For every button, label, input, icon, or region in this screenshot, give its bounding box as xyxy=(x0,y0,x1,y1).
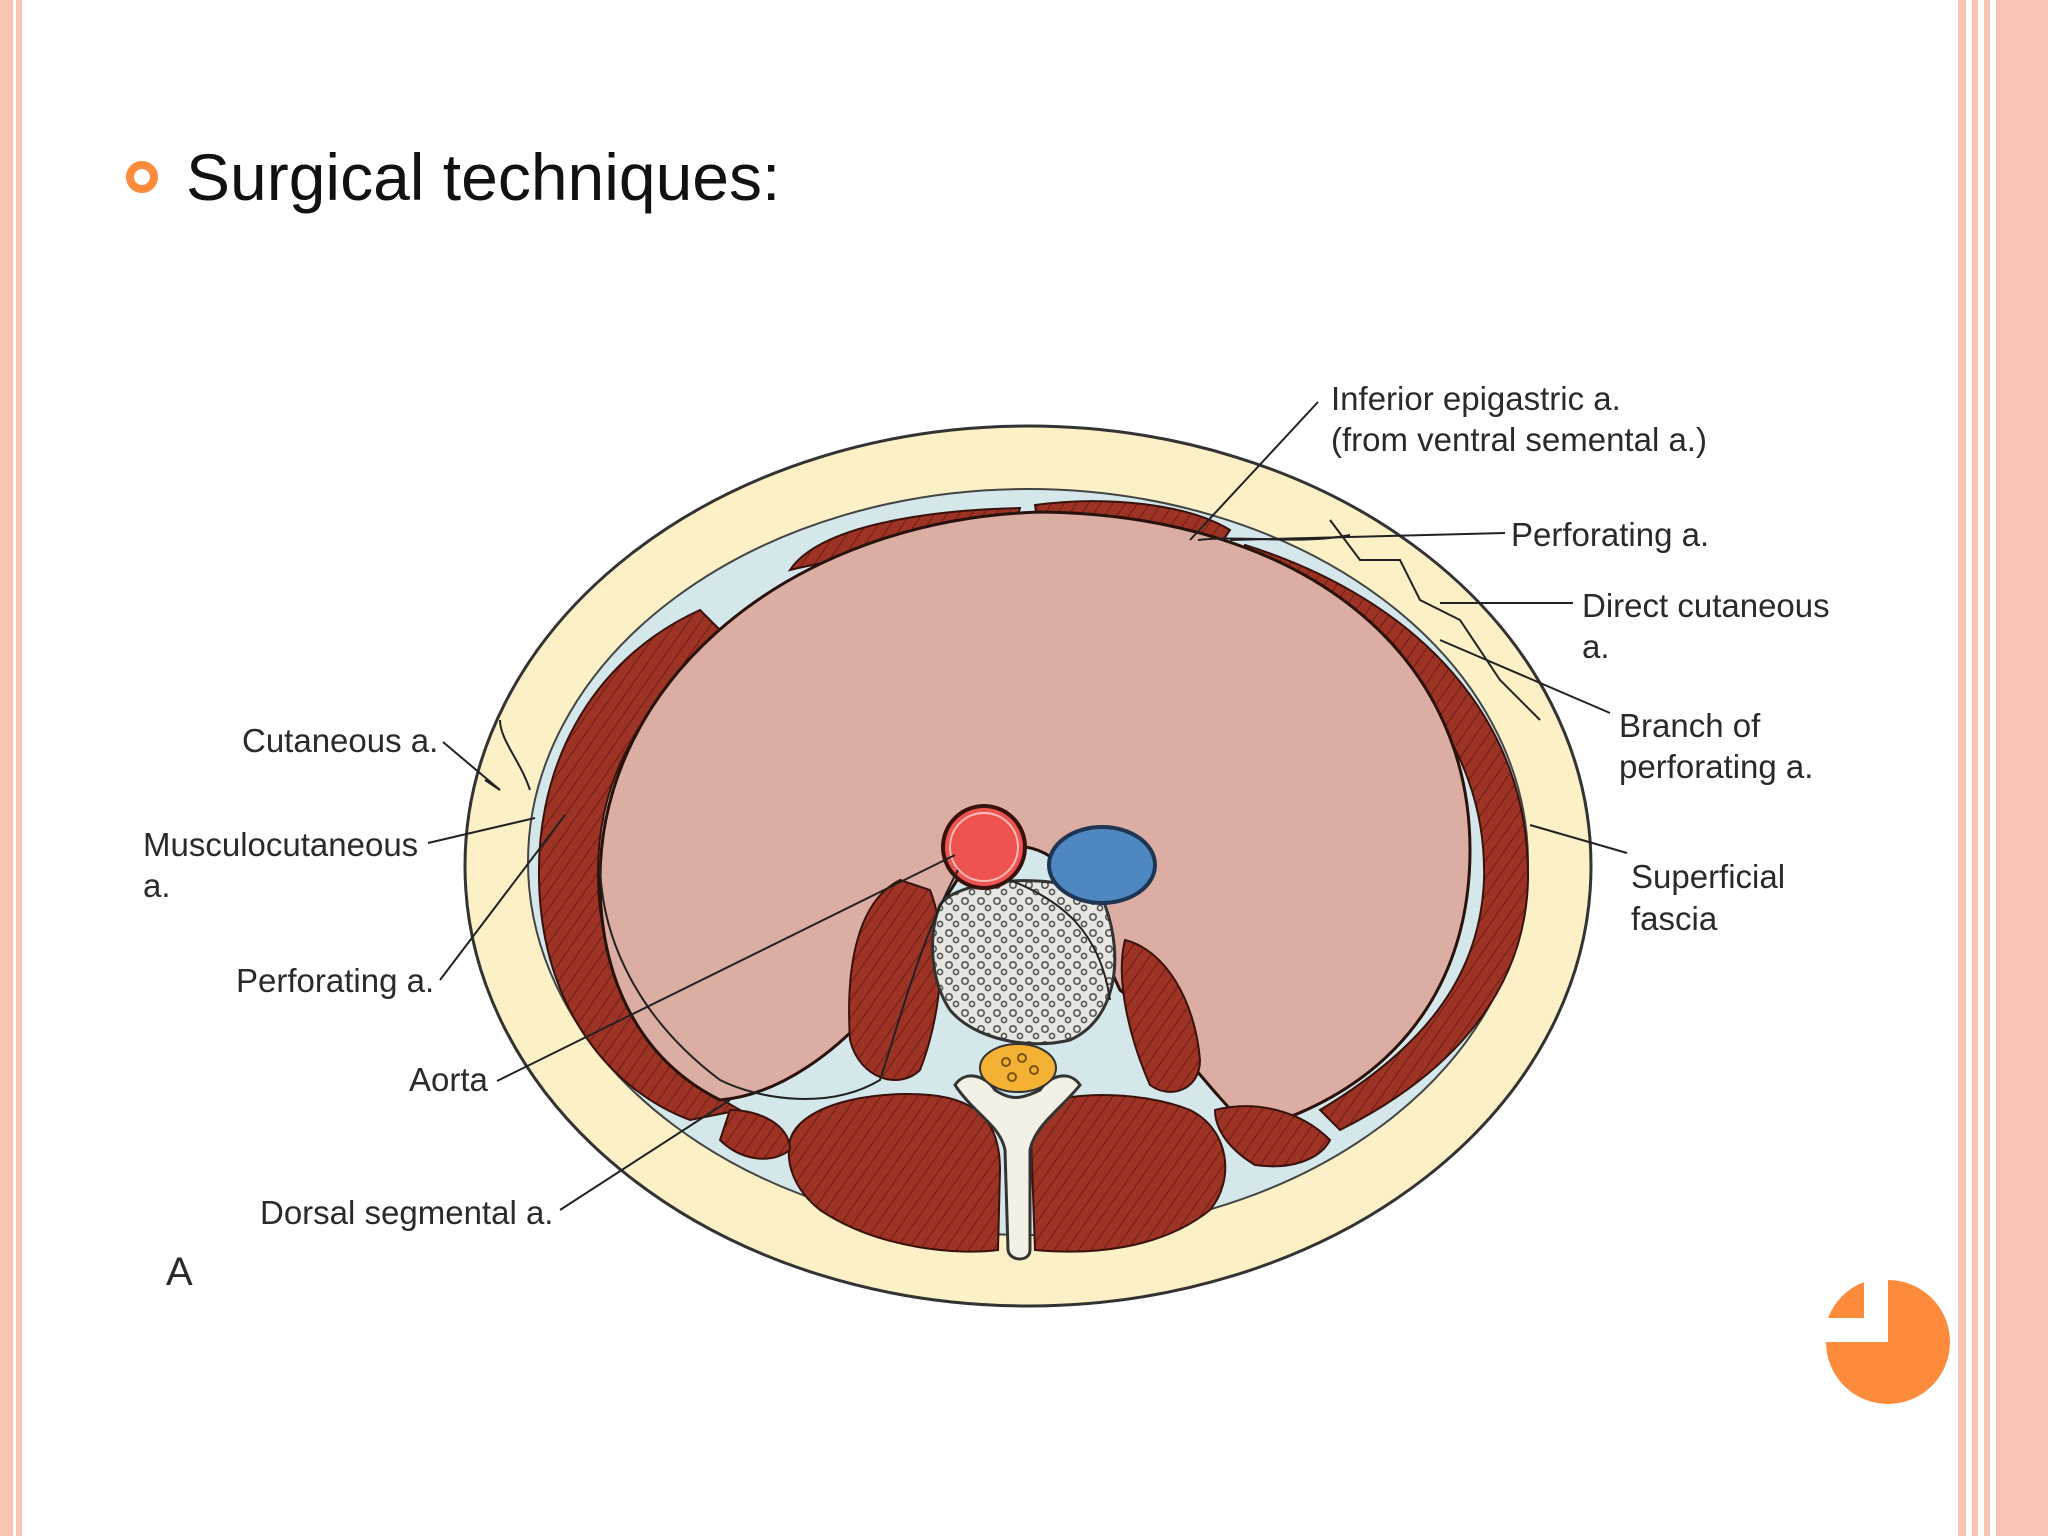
right-border-band xyxy=(1996,0,2048,1536)
leader-branch-perforating xyxy=(1439,639,1611,714)
pie-progress-icon xyxy=(1826,1280,1950,1404)
dorsal-segmental-artery xyxy=(599,859,959,1100)
label-inferior-epigastric-2: (from ventral semental a.) xyxy=(1331,421,1707,458)
leader-aorta xyxy=(496,854,956,1082)
back-muscles-right xyxy=(1028,1094,1227,1253)
leader-inferior-epigastric xyxy=(1189,401,1319,541)
leader-perforating-left xyxy=(439,814,566,981)
label-direct-cutaneous: Direct cutaneous xyxy=(1582,587,1830,624)
label-branch-perforating: Branch of xyxy=(1619,707,1761,744)
right-border-stripe xyxy=(1972,0,1978,1536)
label-branch-perforating-2: perforating a. xyxy=(1619,748,1813,785)
aorta-vessel xyxy=(941,804,1027,890)
left-border-stripe xyxy=(0,0,13,1536)
label-direct-cutaneous-2: a. xyxy=(1582,628,1610,665)
leader-dorsal-segmental xyxy=(559,1099,731,1211)
cutaneous-branches-right xyxy=(1329,519,1541,721)
label-superficial-fascia: Superficial xyxy=(1631,858,1785,895)
label-perforating-left: Perforating a. xyxy=(236,962,434,999)
label-cutaneous: Cutaneous a. xyxy=(242,722,438,759)
leader-musculocutaneous xyxy=(427,817,536,844)
spinal-cord xyxy=(979,1043,1057,1093)
label-musculocutaneous: Musculocutaneous xyxy=(143,826,418,863)
back-muscles-lateral-right xyxy=(1213,1105,1332,1168)
abdominal-wall-muscle-left xyxy=(538,608,743,1122)
back-muscles-lateral-left xyxy=(718,1108,792,1160)
panel-label: A xyxy=(166,1250,193,1294)
vena-cava-vessel xyxy=(1047,825,1157,905)
leader-cutaneous xyxy=(442,741,501,791)
right-border-stripe xyxy=(1958,0,1966,1536)
bullet-text: Surgical techniques: xyxy=(186,140,781,214)
bullet-icon xyxy=(126,161,158,193)
label-dorsal-segmental: Dorsal segmental a. xyxy=(260,1194,553,1231)
label-perforating-right: Perforating a. xyxy=(1511,516,1709,553)
label-aorta: Aorta xyxy=(409,1061,489,1098)
leader-superficial-fascia xyxy=(1529,824,1628,854)
label-inferior-epigastric: Inferior epigastric a. xyxy=(1331,380,1621,417)
peritoneal-cavity xyxy=(598,510,1472,1132)
leader-perforating-right xyxy=(1229,532,1506,541)
left-border-stripe-thin xyxy=(16,0,22,1536)
vertebral-body xyxy=(931,879,1117,1046)
bullet-row: Surgical techniques: xyxy=(126,132,780,222)
right-border-stripe xyxy=(1984,0,1990,1536)
spinous-process xyxy=(953,1074,1082,1261)
label-superficial-fascia-2: fascia xyxy=(1631,900,1718,937)
psoas-muscle-right xyxy=(1120,938,1202,1093)
intercostal-artery-right xyxy=(1009,879,1111,1001)
label-musculocutaneous-2: a. xyxy=(143,867,171,904)
back-muscles-left xyxy=(787,1093,1002,1253)
